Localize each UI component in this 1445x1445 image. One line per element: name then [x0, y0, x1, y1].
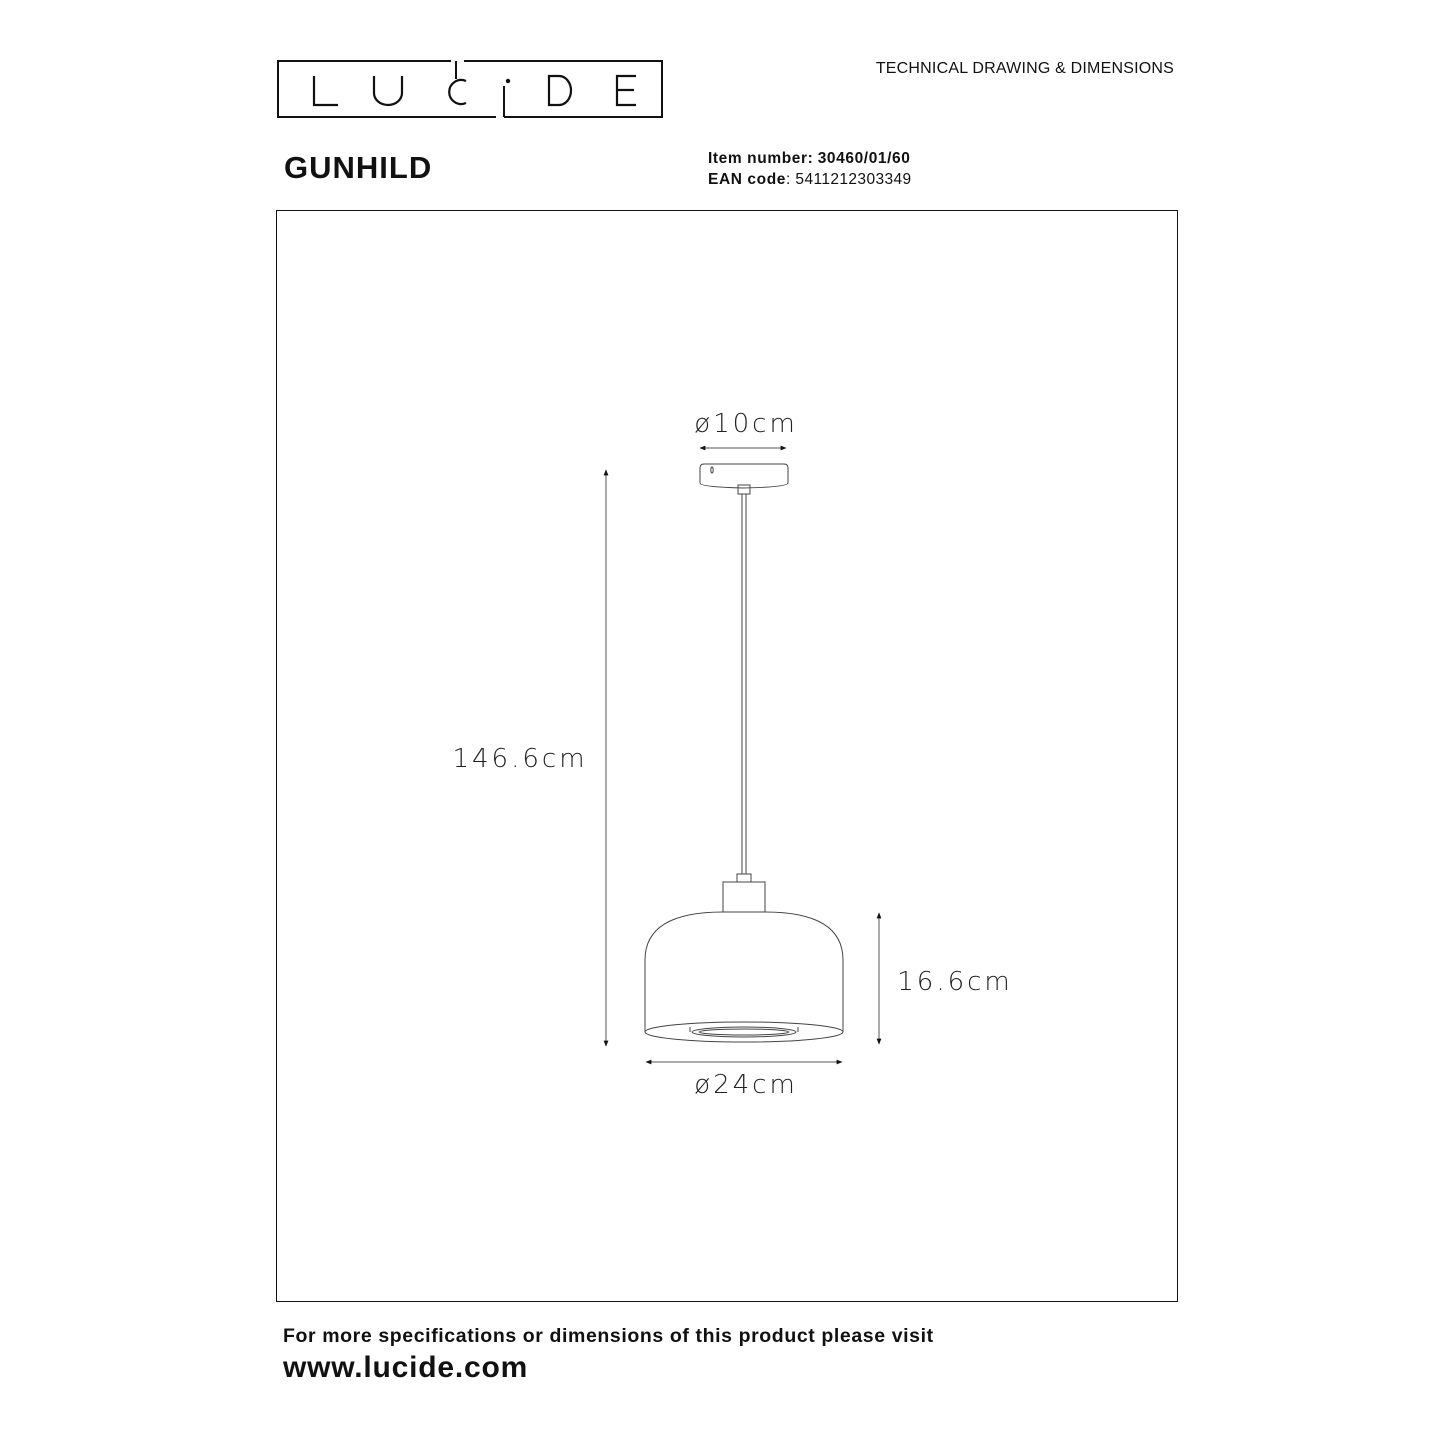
product-meta: Item number: 30460/01/60 EAN code: 54112… [708, 148, 912, 190]
product-name: GUNHILD [284, 150, 433, 185]
total-height-label: 146.6cm [452, 744, 587, 774]
shade-diameter-label: ø24cm [694, 1070, 798, 1100]
lucide-logo [277, 60, 663, 118]
canopy-diameter-dimension: ø10cm [694, 409, 798, 451]
drawing-frame [276, 210, 1178, 1302]
item-number-label: Item number: [708, 150, 814, 167]
footer-note: For more specifications or dimensions of… [283, 1325, 934, 1347]
shade-height-dimension: 16.6cm [876, 912, 1013, 1045]
shade-height-label: 16.6cm [897, 967, 1013, 997]
section-title: TECHNICAL DRAWING & DIMENSIONS [875, 60, 1174, 77]
website-link[interactable]: www.lucide.com [283, 1351, 529, 1384]
canopy-diameter-label: ø10cm [694, 409, 798, 439]
ean-row: EAN code: 5411212303349 [708, 169, 912, 190]
shade-diameter-dimension: ø24cm [645, 1059, 843, 1100]
total-height-dimension: 146.6cm [452, 469, 609, 1047]
ean-label: EAN code [708, 171, 787, 188]
item-number-value: 30460/01/60 [817, 150, 911, 167]
ceiling-canopy-icon [644, 463, 844, 1043]
ean-value: : 5411212303349 [786, 171, 912, 188]
item-number-row: Item number: 30460/01/60 [708, 148, 912, 169]
